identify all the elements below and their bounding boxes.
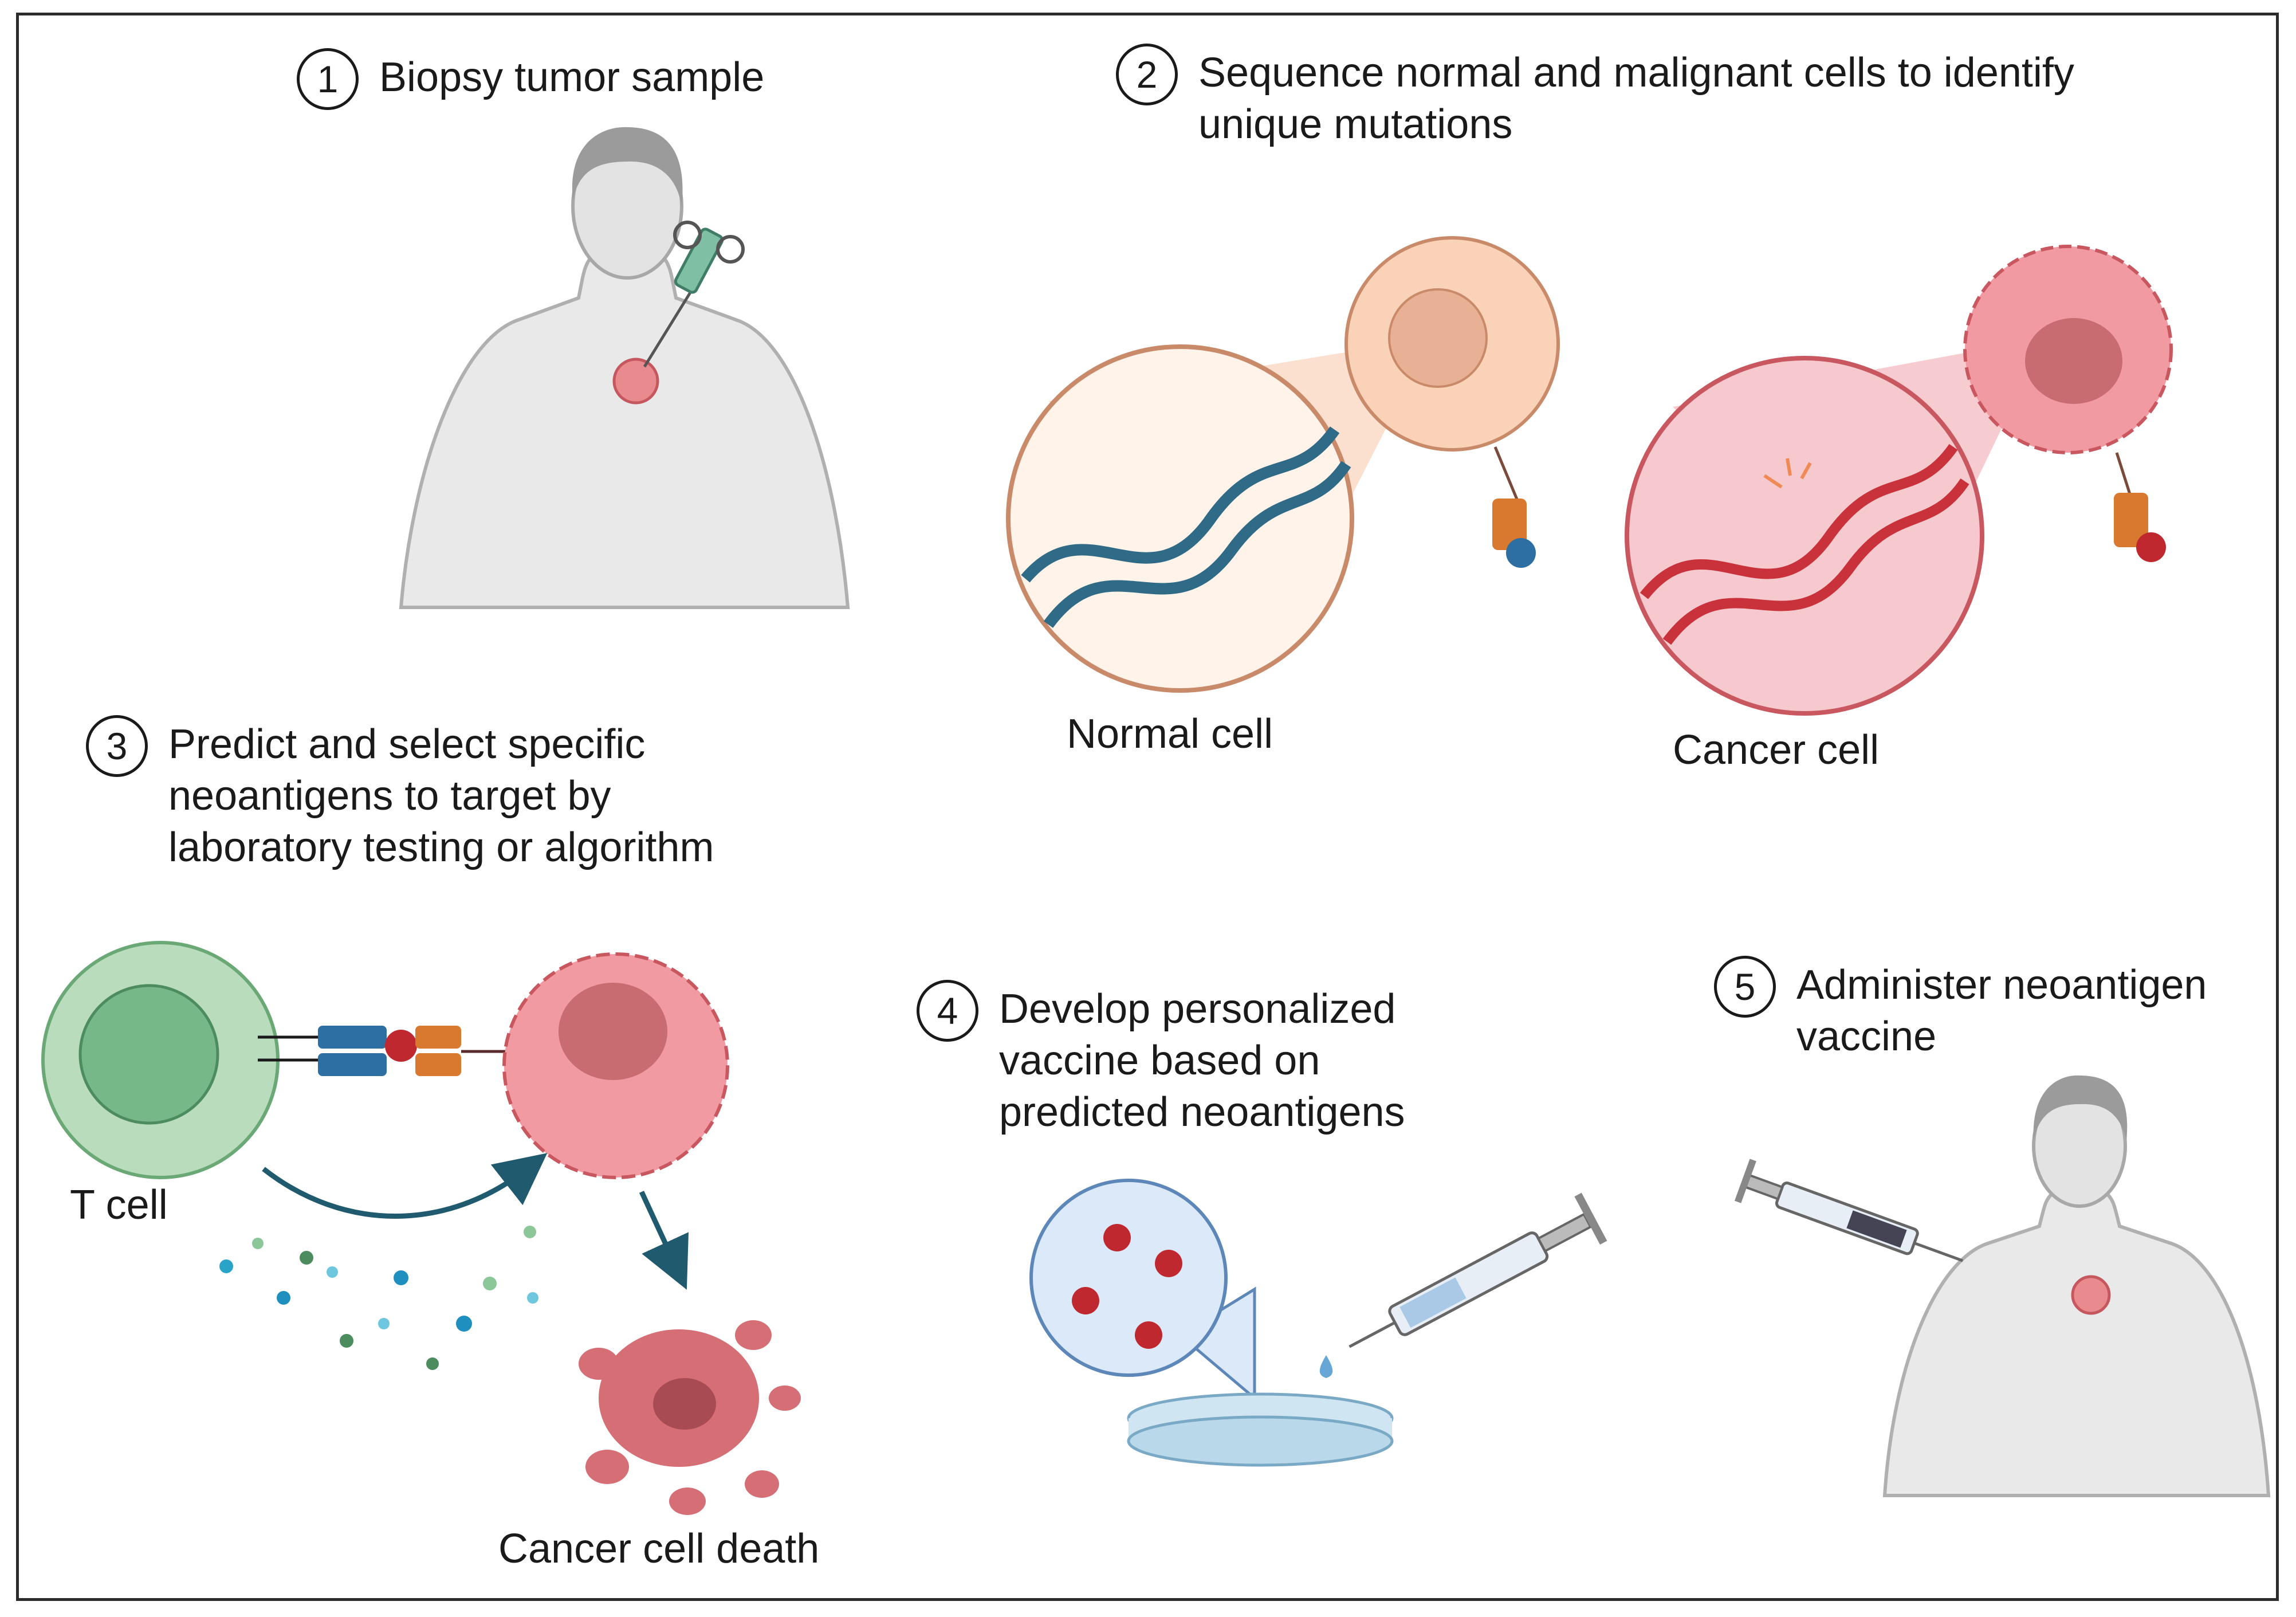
tumor-icon [612, 358, 659, 405]
patient-vaccination-figure [1734, 1075, 2271, 1497]
cancer-cell-magnifier [1625, 245, 2173, 716]
step-4-number: 4 [917, 980, 978, 1042]
step-3: 3 Predict and select specific neoantigen… [86, 715, 714, 873]
t-cell-label: T cell [70, 1182, 168, 1228]
step-2-text: Sequence normal and malignant cells to i… [1198, 50, 2074, 147]
injection-syringe-icon [1734, 1159, 1964, 1262]
syringe-icon [1348, 1192, 1607, 1348]
biopsy-needle-icon [674, 227, 724, 294]
cytokine-dots [219, 1226, 538, 1370]
tcr-icon [318, 1026, 387, 1049]
step-4-text: Develop personalized vaccine based on pr… [999, 986, 1405, 1135]
figure-frame [16, 13, 2279, 1601]
step-5-number: 5 [1714, 956, 1776, 1018]
dying-cancer-cell-icon [579, 1320, 801, 1515]
step-1-number: 1 [297, 48, 359, 110]
step-5-text: Administer neoantigen vaccine [1796, 962, 2207, 1059]
t-cell-interaction [41, 941, 801, 1515]
vaccine-development-figure [1029, 1179, 1607, 1467]
step-2: 2 Sequence normal and malignant cells to… [1116, 44, 2074, 150]
step-1-text: Biopsy tumor sample [379, 54, 765, 100]
step-1: 1 Biopsy tumor sample [297, 48, 764, 110]
cancer-cell-label: Cancer cell [1673, 727, 1880, 773]
cancer-cell-death-label: Cancer cell death [498, 1526, 820, 1572]
mhc-icon [415, 1026, 461, 1049]
vaccine-zoom-bubble [1029, 1179, 1228, 1377]
patient-biopsy-figure [399, 127, 850, 609]
normal-cell-label: Normal cell [1067, 711, 1273, 757]
normal-cell-magnifier [1006, 236, 1560, 693]
antigen-icon [385, 1030, 417, 1062]
step-3-text: Predict and select specific neoantigens … [168, 721, 714, 870]
step-4: 4 Develop personalized vaccine based on … [917, 980, 1405, 1138]
step-3-number: 3 [86, 715, 148, 777]
step-2-number: 2 [1116, 44, 1178, 105]
step-5: 5 Administer neoantigen vaccine [1714, 956, 2207, 1062]
